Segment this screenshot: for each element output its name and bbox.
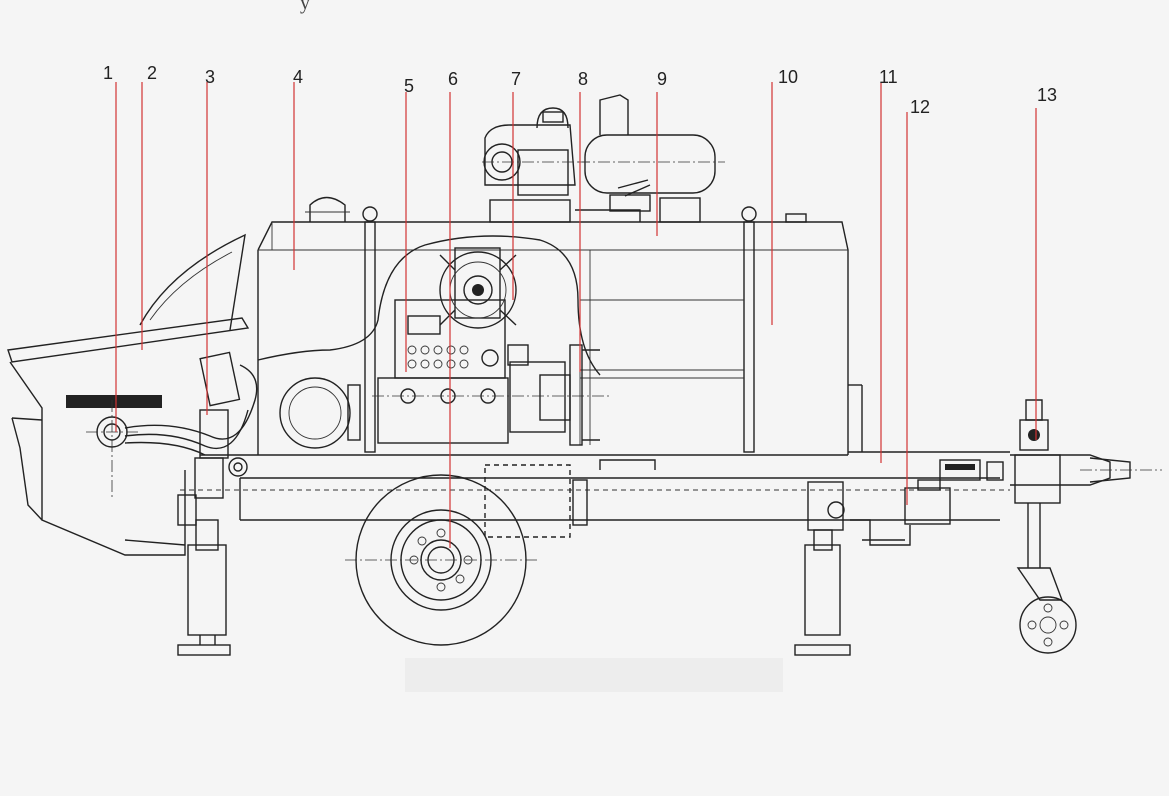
callout-8: 8 xyxy=(578,69,589,89)
motor-bay xyxy=(257,235,612,449)
engine-top xyxy=(482,107,590,223)
callout-11: 11 xyxy=(879,67,898,87)
right-outrigger-leg xyxy=(794,481,851,656)
left-outrigger-leg xyxy=(177,457,248,656)
callout-9: 9 xyxy=(657,69,668,89)
hydraulic-hoses-front xyxy=(124,351,258,459)
callout-6: 6 xyxy=(448,69,459,89)
callout-12: 12 xyxy=(910,97,931,117)
cropped-header-text: y xyxy=(300,0,310,14)
warning-plates xyxy=(939,459,1004,481)
callout-2: 2 xyxy=(147,63,158,83)
cooling-fan xyxy=(439,247,517,329)
muffler xyxy=(575,94,725,223)
main-wheel xyxy=(345,474,540,646)
callout-7: 7 xyxy=(511,69,522,89)
callout-1: 1 xyxy=(103,63,114,83)
leader-lines xyxy=(115,82,1037,548)
main-body xyxy=(257,196,863,455)
callout-3: 3 xyxy=(205,67,216,87)
pump-coupling xyxy=(507,344,600,446)
hopper xyxy=(7,233,250,556)
callout-4: 4 xyxy=(293,67,304,87)
callout-5: 5 xyxy=(404,76,415,96)
valve-block xyxy=(850,479,951,546)
ground-shadow xyxy=(405,658,783,692)
jockey-wheel xyxy=(1014,399,1077,654)
callout-10: 10 xyxy=(778,67,799,87)
callout-13: 13 xyxy=(1037,85,1058,105)
